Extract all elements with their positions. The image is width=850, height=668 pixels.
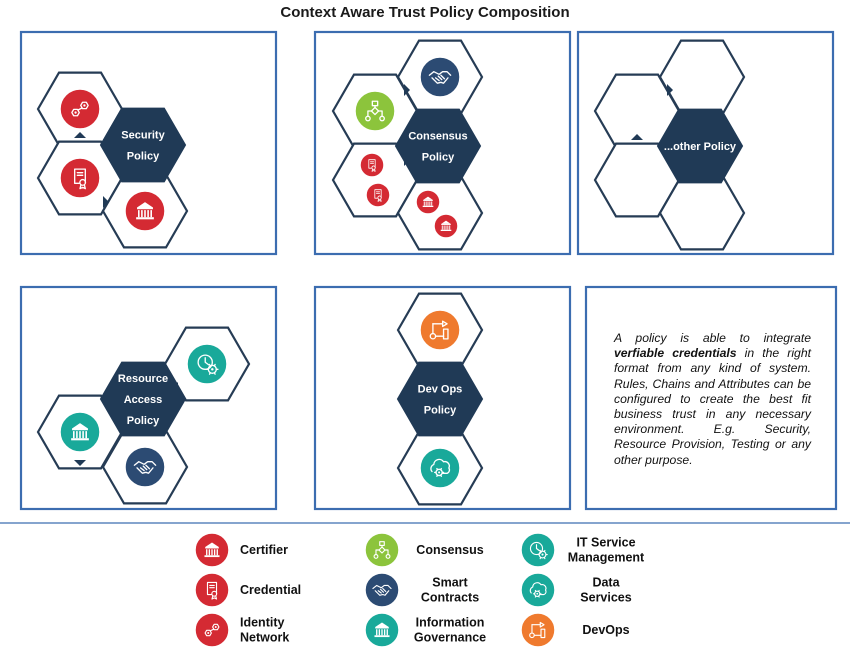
legend-label: Services xyxy=(580,591,631,605)
flowchart-icon xyxy=(354,90,396,132)
legend-label: Governance xyxy=(414,631,486,645)
legend-label: IT Service xyxy=(576,536,635,550)
other-policy-hex xyxy=(656,108,744,184)
legend-label: Smart xyxy=(432,576,468,590)
certificate-icon xyxy=(194,572,230,608)
description-text-start: A policy is able to integrate xyxy=(614,331,811,345)
security-policy-label-line-2: Policy xyxy=(127,151,160,163)
institution-icon xyxy=(364,612,400,648)
institution-icon xyxy=(59,411,101,453)
certificate-icon xyxy=(359,152,385,178)
resource-policy-label-line-3: Policy xyxy=(127,415,160,427)
clock-gear-icon xyxy=(186,343,228,385)
other-policy-cluster: ...other Policy xyxy=(593,39,746,251)
handshake-icon xyxy=(364,572,400,608)
legend-label: Data xyxy=(592,576,620,590)
legend-label: Information xyxy=(416,616,485,630)
other-policy-label-line-1: ...other Policy xyxy=(664,141,737,153)
panel-other xyxy=(576,30,835,256)
panel-description xyxy=(584,285,838,511)
legend-label: Certifier xyxy=(240,543,288,557)
panel-consensus xyxy=(313,30,572,256)
institution-icon xyxy=(124,190,166,232)
resource-policy-label-line-2: Access xyxy=(124,394,163,406)
legend-label: Credential xyxy=(240,583,301,597)
handshake-icon xyxy=(124,446,166,488)
policy-description: A policy is able to integrate verfiable … xyxy=(614,331,811,468)
devops-policy-label-line-1: Dev Ops xyxy=(418,384,463,396)
other-connector xyxy=(667,84,673,96)
network-icon xyxy=(194,612,230,648)
institution-icon xyxy=(433,213,459,239)
legend-label: Contracts xyxy=(421,591,479,605)
pipeline-icon xyxy=(419,309,461,351)
legend-label: Identity xyxy=(240,616,284,630)
consensus-connector xyxy=(404,84,410,96)
security-policy-hex xyxy=(99,107,187,183)
legend-item: Credential xyxy=(194,572,301,608)
certificate-icon xyxy=(365,182,391,208)
consensus-policy-label-line-2: Policy xyxy=(422,152,455,164)
resource-policy-hex xyxy=(99,361,187,437)
resource-connector xyxy=(172,382,178,394)
legend-item: Consensus xyxy=(364,532,484,568)
devops-policy-hex xyxy=(396,361,484,437)
consensus-policy-hex xyxy=(394,108,482,184)
other-connector xyxy=(631,134,643,140)
institution-icon xyxy=(194,532,230,568)
security-connector xyxy=(103,196,109,208)
consensus-connector xyxy=(404,154,410,166)
devops-policy-label-line-2: Policy xyxy=(424,405,457,417)
network-icon xyxy=(59,88,101,130)
panel-devops xyxy=(313,285,572,511)
legend-label: Consensus xyxy=(416,543,483,557)
consensus-policy-label-line-1: Consensus xyxy=(408,131,467,143)
panel-resource xyxy=(19,285,278,511)
diagram-title: Context Aware Trust Policy Composition xyxy=(280,4,570,21)
certificate-icon xyxy=(59,157,101,199)
clock-gear-icon xyxy=(520,532,556,568)
handshake-icon xyxy=(419,56,461,98)
resource-connector xyxy=(74,460,86,466)
legend-label: Network xyxy=(240,631,289,645)
legend-item: DevOps xyxy=(520,612,630,648)
flowchart-icon xyxy=(364,532,400,568)
cloud-gear-icon xyxy=(419,447,461,489)
security-connector xyxy=(74,132,86,138)
description-text-end: in the right format from any kind of sys… xyxy=(614,346,811,467)
resource-policy-label-line-1: Resource xyxy=(118,373,168,385)
cloud-gear-icon xyxy=(520,572,556,608)
security-policy-label-line-1: Security xyxy=(121,130,165,142)
panel-security xyxy=(19,30,278,256)
description-text-emphasis: verfiable credentials xyxy=(614,346,737,361)
legend-label: DevOps xyxy=(582,623,629,637)
pipeline-icon xyxy=(520,612,556,648)
legend-label: Management xyxy=(568,551,645,565)
legend-item: Certifier xyxy=(194,532,288,568)
institution-icon xyxy=(415,189,441,215)
